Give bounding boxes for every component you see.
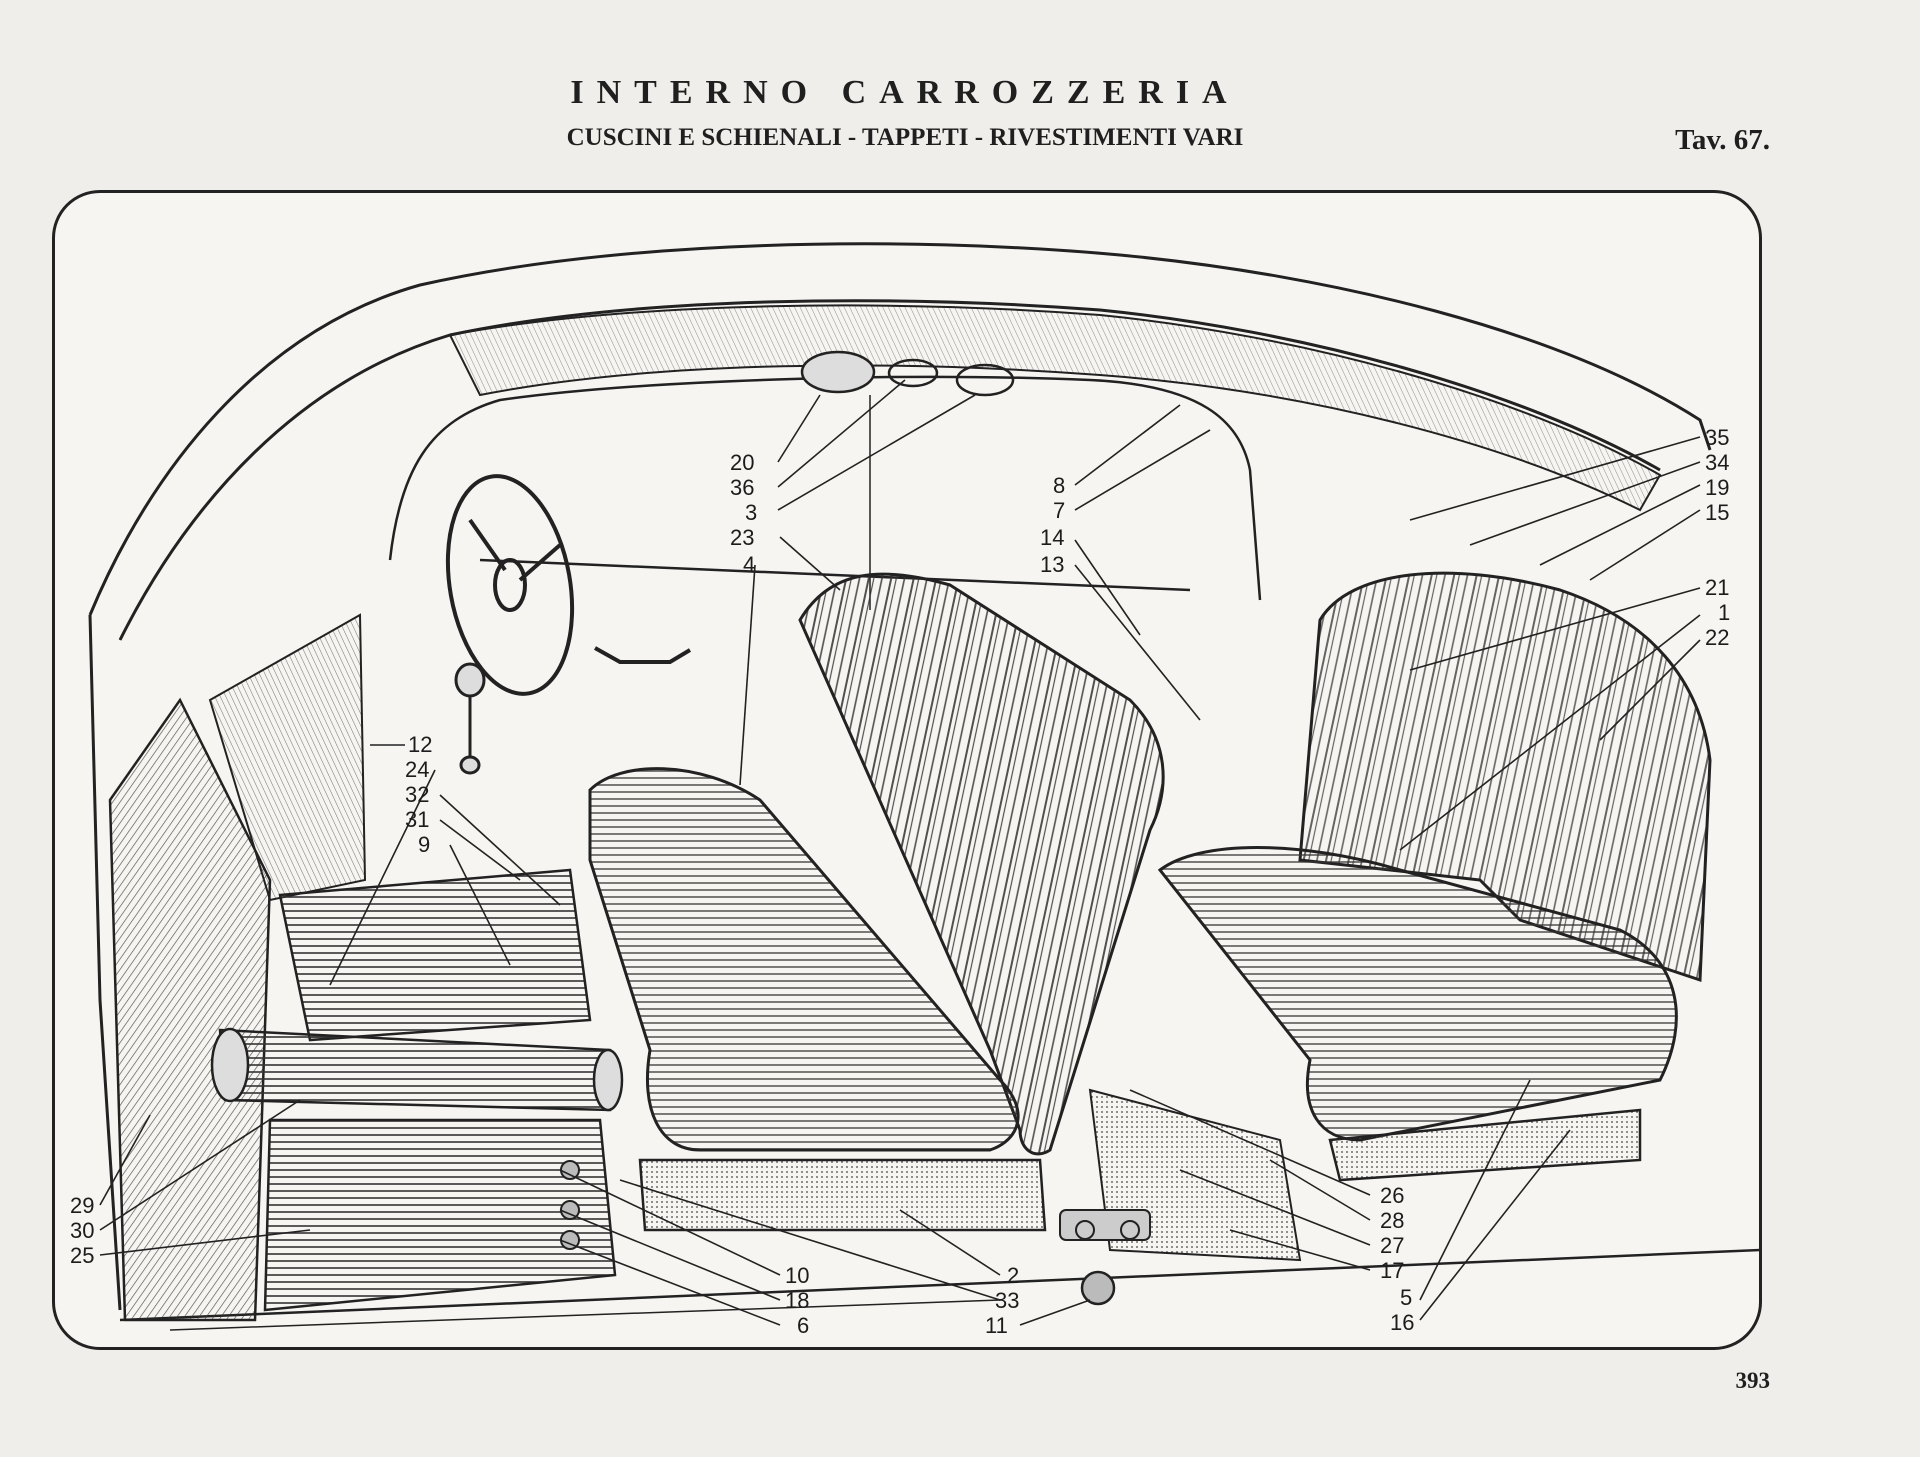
callout-32: 32: [405, 782, 429, 807]
callout-21: 21: [1705, 575, 1729, 600]
callout-9: 9: [418, 832, 430, 857]
callout-15: 15: [1705, 500, 1729, 525]
callout-2: 2: [1007, 1263, 1019, 1288]
callout-22: 22: [1705, 625, 1729, 650]
callout-30: 30: [70, 1218, 94, 1243]
callout-24: 24: [405, 757, 429, 782]
grommet: [1080, 1270, 1116, 1306]
leader-lines: [99, 379, 1701, 1326]
callout-5: 5: [1400, 1285, 1412, 1310]
callout-labels: 20 36 3 23 4 8 7 14 13 35 34 19 15 21 1 …: [70, 425, 1730, 1338]
callout-36: 36: [730, 475, 754, 500]
rear-floor-mat: [263, 1118, 617, 1312]
callout-7: 7: [1053, 498, 1065, 523]
callout-20: 20: [730, 450, 754, 475]
door-handle: [594, 646, 692, 664]
callout-35: 35: [1705, 425, 1729, 450]
callout-1: 1: [1718, 600, 1730, 625]
front-seat-backrest: [798, 572, 1165, 1156]
callout-29: 29: [70, 1193, 94, 1218]
callout-3: 3: [745, 500, 757, 525]
callout-26: 26: [1380, 1183, 1404, 1208]
plate-number: Tav. 67.: [1675, 124, 1770, 156]
steering-wheel: [445, 474, 575, 696]
left-inner-panel: [208, 613, 367, 902]
page-title: INTERNO CARROZZERIA: [570, 74, 1240, 111]
callout-11: 11: [985, 1313, 1008, 1338]
page-number: 393: [1735, 1368, 1771, 1393]
callout-28: 28: [1380, 1208, 1404, 1233]
page-subtitle: CUSCINI E SCHIENALI - TAPPETI - RIVESTIM…: [566, 124, 1244, 151]
seat-guide-bracket: [1059, 1209, 1151, 1241]
callout-4: 4: [743, 552, 755, 577]
callout-14: 14: [1040, 525, 1064, 550]
rear-seat-base: [1328, 1108, 1642, 1182]
callout-10: 10: [785, 1263, 809, 1288]
callout-18: 18: [785, 1288, 809, 1313]
plug: [560, 1160, 580, 1180]
callout-19: 19: [1705, 475, 1729, 500]
callout-27: 27: [1380, 1233, 1404, 1258]
car-body-outline: [88, 242, 1761, 1331]
callout-23: 23: [730, 525, 754, 550]
front-seat-base: [638, 1158, 1047, 1232]
callout-16: 16: [1390, 1310, 1414, 1335]
interior-lamp: [800, 350, 1015, 397]
gear-lever: [454, 662, 486, 775]
callout-31: 31: [405, 807, 429, 832]
front-floor-mat: [278, 868, 592, 1042]
callout-34: 34: [1705, 450, 1729, 475]
windscreen: [388, 375, 1262, 610]
front-seat-cushion: [588, 767, 1020, 1152]
callout-25: 25: [70, 1243, 94, 1268]
callout-13: 13: [1040, 552, 1064, 577]
door-pocket-roll: [210, 1027, 624, 1112]
rear-seat-backrest: [1298, 571, 1712, 983]
callout-12: 12: [408, 732, 432, 757]
rear-seat-cushion: [1157, 846, 1678, 1142]
callout-17: 17: [1380, 1258, 1404, 1283]
callout-8: 8: [1053, 473, 1065, 498]
callout-6: 6: [797, 1313, 809, 1338]
roof-lining: [448, 304, 1662, 512]
callout-33: 33: [995, 1288, 1019, 1313]
